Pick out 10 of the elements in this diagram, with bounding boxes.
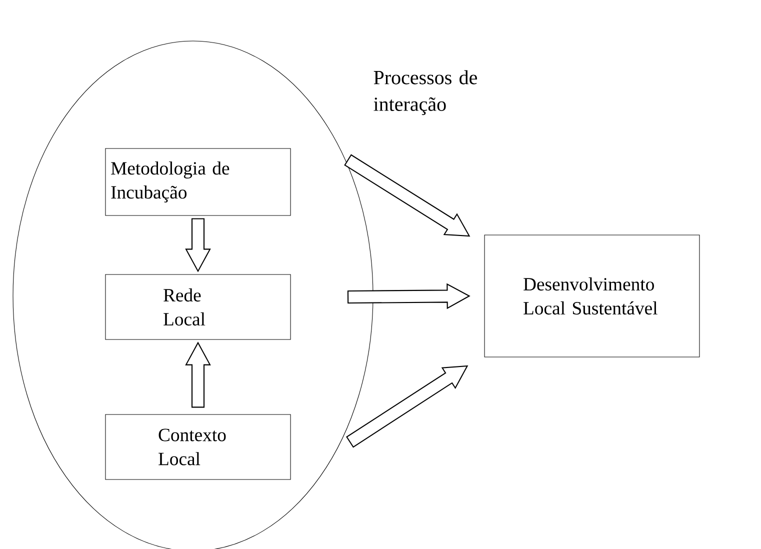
block-arrow	[347, 283, 470, 310]
block-arrow	[185, 218, 211, 272]
process-box: Contexto Local	[105, 414, 291, 480]
label-text: Processos de interação	[374, 70, 477, 116]
block-arrow	[344, 154, 470, 237]
process-box: Desenvolvimento Local Sustentável	[484, 234, 700, 358]
block-arrow	[346, 365, 468, 448]
block-arrow	[185, 342, 211, 408]
process-box: Metodologia de Incubação	[105, 148, 291, 216]
process-box: Rede Local	[105, 274, 291, 340]
